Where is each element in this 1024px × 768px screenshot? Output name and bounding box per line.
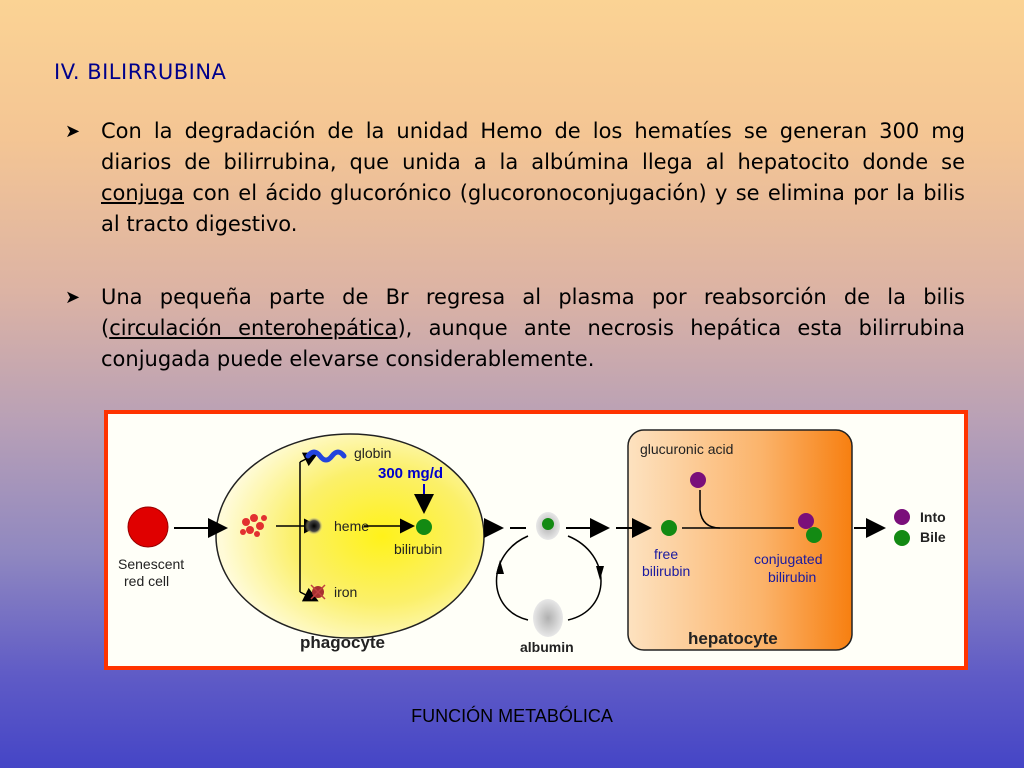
arrow-icon	[596, 566, 604, 580]
circulation-arc	[567, 535, 602, 621]
arrow-bullet-icon: ➤	[65, 121, 81, 142]
slide-footer: FUNCIÓN METABÓLICA	[411, 706, 613, 726]
senescent-label: Senescent	[118, 556, 184, 572]
conjugated-bilirubin-label: bilirubin	[768, 569, 816, 585]
free-bilirubin-dot-icon	[661, 520, 677, 536]
globin-label: globin	[354, 445, 391, 461]
metabolism-diagram: Senescent red cell globin heme iron	[118, 429, 946, 655]
bullet-enterohepatic: ➤ Una pequeña parte de Br regresa al pla…	[65, 282, 965, 375]
heme-icon	[305, 517, 323, 535]
bilirubin-label: bilirubin	[394, 541, 442, 557]
heme-label: heme	[334, 518, 369, 534]
slide-title: IV. BILIRRUBINA	[54, 60, 227, 84]
bullet-text-part: Con la degradación de la unidad Hemo de …	[101, 119, 965, 174]
bile-bilirubin-dot-icon	[894, 530, 910, 546]
bile-label: Bile	[920, 529, 946, 545]
circulation-arc	[495, 535, 529, 621]
bullet-text: Una pequeña parte de Br regresa al plasm…	[101, 282, 965, 375]
bullet-text: Con la degradación de la unidad Hemo de …	[101, 116, 965, 240]
conjugated-label: conjugated	[754, 551, 823, 567]
glucuronic-acid-label: glucuronic acid	[640, 441, 733, 457]
conjugated-glucuronic-dot-icon	[798, 513, 814, 529]
hepatocyte-label: hepatocyte	[688, 629, 778, 648]
bullet-degradation: ➤ Con la degradación de la unidad Hemo d…	[65, 116, 965, 240]
bilirubin-dot-icon	[416, 519, 432, 535]
bullet-text-part: ), aunque ante necrosis hepática esta bi…	[101, 316, 966, 371]
hepatocyte-cell	[627, 429, 853, 651]
red-cell-label: red cell	[124, 573, 169, 589]
dose-label: 300 mg/d	[378, 465, 443, 482]
fragments-icon	[240, 514, 267, 537]
iron-label: iron	[334, 584, 357, 600]
globin-icon	[305, 449, 347, 463]
bullet-underlined-term: conjuga	[101, 181, 185, 205]
red-cell-icon	[127, 506, 169, 548]
bilirubin-dot-icon	[542, 518, 554, 530]
arrow-bullet-icon: ➤	[65, 287, 81, 308]
arrow-icon	[496, 560, 504, 574]
conjugated-bilirubin-dot-icon	[806, 527, 822, 543]
bullet-underlined-term: circulación enterohepática	[109, 316, 398, 340]
albumin-icon	[533, 599, 563, 637]
free-bilirubin-label: bilirubin	[642, 563, 690, 579]
bullet-text-part: con el ácido glucorónico (glucoronoconju…	[101, 181, 965, 236]
bilirubin-metabolism-figure: Senescent red cell globin heme iron	[104, 410, 968, 670]
bile-glucuronic-dot-icon	[894, 509, 910, 525]
free-label: free	[654, 546, 678, 562]
arrow-icon	[299, 587, 319, 602]
albumin-label: albumin	[520, 639, 574, 655]
phagocyte-label: phagocyte	[300, 633, 385, 652]
bullet-text-part: Una pequeña parte de Br regresa al plasm…	[101, 285, 965, 340]
glucuronic-acid-dot-icon	[690, 472, 706, 488]
into-label: Into	[920, 509, 946, 525]
iron-icon	[310, 584, 326, 600]
